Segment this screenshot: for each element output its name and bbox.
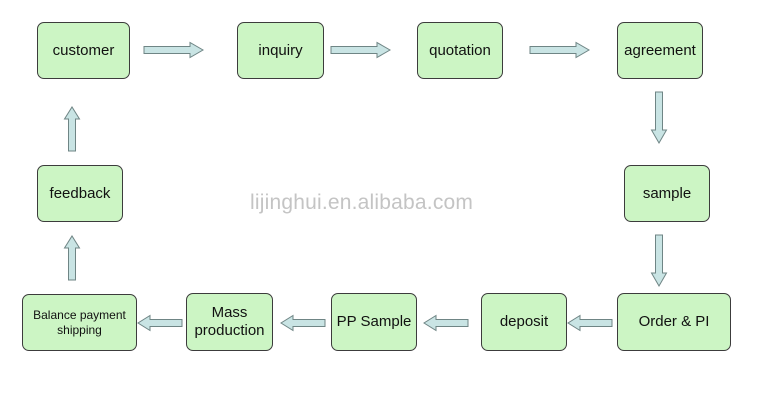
step-inquiry: inquiry [237, 22, 324, 79]
arrow-right-icon [143, 41, 205, 59]
step-inquiry-label: inquiry [258, 41, 303, 59]
step-sample-label: sample [642, 184, 692, 202]
step-mass-production: Mass production [186, 293, 273, 351]
step-feedback: feedback [37, 165, 123, 222]
step-balance-payment-shipping-label: Balance payment shipping [33, 307, 126, 337]
step-customer: customer [37, 22, 130, 79]
arrow-left-icon [423, 314, 469, 332]
arrow-down-icon [650, 91, 668, 145]
step-pp-sample-label: PP Sample [336, 313, 412, 330]
step-pp-sample: PP Sample [331, 293, 417, 351]
arrow-left-icon [280, 314, 326, 332]
step-quotation-label: quotation [429, 41, 491, 59]
arrow-left-icon [567, 314, 613, 332]
step-feedback-label: feedback [49, 184, 111, 202]
step-agreement-label: agreement [624, 41, 696, 59]
step-customer-label: customer [52, 41, 115, 59]
step-deposit: deposit [481, 293, 567, 351]
step-mass-production-label: Mass production [194, 304, 265, 339]
step-sample: sample [624, 165, 710, 222]
step-deposit-label: deposit [499, 313, 549, 330]
watermark: lijinghui.en.alibaba.com [250, 191, 474, 214]
arrow-up-icon [63, 106, 81, 152]
arrow-up-icon [63, 235, 81, 281]
step-order-pi: Order & PI [617, 293, 731, 351]
step-quotation: quotation [417, 22, 503, 79]
arrow-right-icon [529, 41, 591, 59]
step-order-pi-label: Order & PI [638, 313, 710, 330]
step-agreement: agreement [617, 22, 703, 79]
arrow-left-icon [137, 314, 183, 332]
step-balance-payment-shipping: Balance payment shipping [22, 294, 137, 351]
arrow-right-icon [330, 41, 392, 59]
arrow-down-icon [650, 234, 668, 288]
